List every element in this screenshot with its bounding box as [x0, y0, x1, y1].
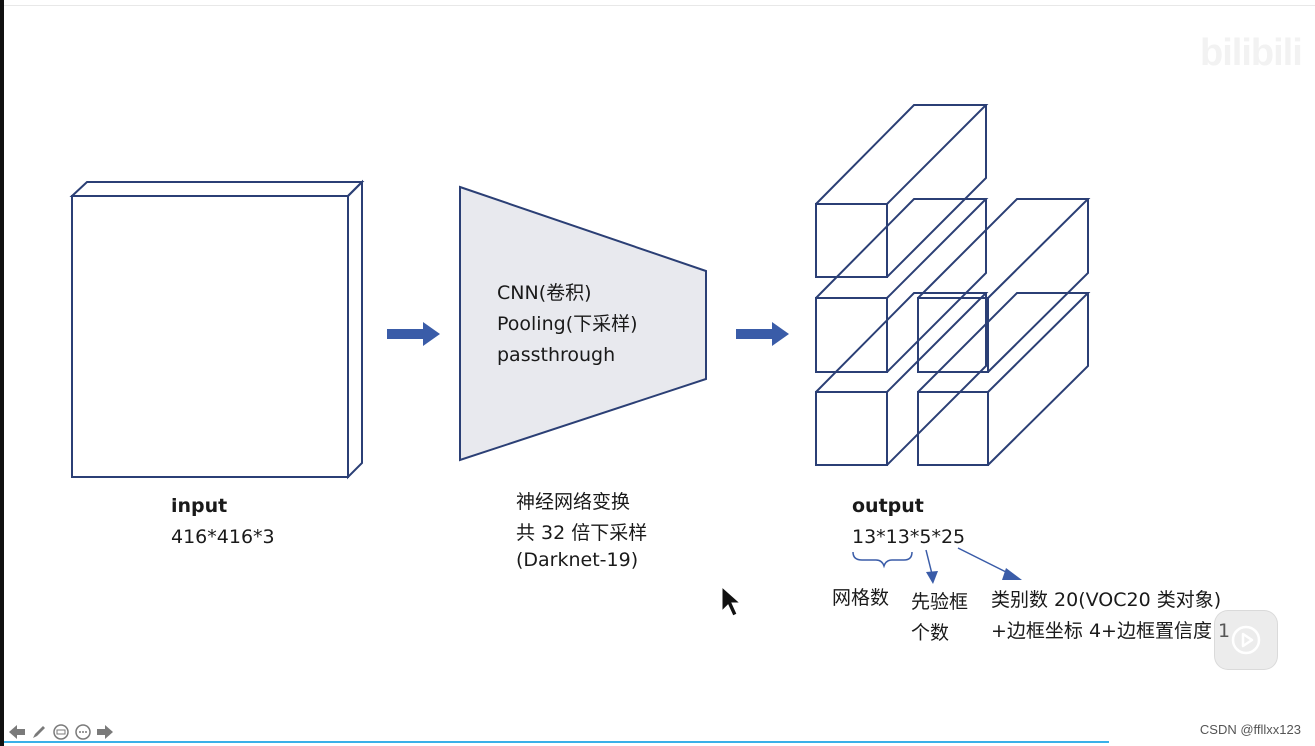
arrow-right-2 — [736, 322, 789, 346]
arrow-right-icon[interactable] — [96, 723, 114, 741]
play-icon — [1231, 625, 1261, 655]
output-size: 13*13*5*25 — [852, 526, 966, 548]
arrow-left-icon[interactable] — [8, 723, 26, 741]
input-cube — [69, 179, 365, 480]
left-border — [0, 0, 4, 746]
network-line-pooling: Pooling(下采样) — [497, 313, 638, 335]
network-line-cnn: CNN(卷积) — [497, 282, 592, 304]
class-count-label-line1: 类别数 20(VOC20 类对象) — [991, 589, 1222, 611]
output-box-top-left — [815, 104, 989, 278]
grid-brace — [852, 551, 913, 569]
top-divider — [4, 5, 1315, 6]
csdn-watermark: CSDN @ffllxx123 — [1199, 722, 1301, 737]
network-caption-downsample: 共 32 倍下采样 — [516, 522, 648, 544]
anchor-arrow — [925, 549, 938, 584]
anchor-count-label-line1: 先验框 — [911, 591, 969, 613]
network-caption-transform: 神经网络变换 — [516, 491, 631, 513]
play-button[interactable] — [1214, 610, 1278, 670]
output-grid-boxes — [815, 104, 1091, 466]
anchor-count-label-line2: 个数 — [911, 622, 950, 644]
output-box-middle-left — [815, 198, 989, 373]
network-caption-backbone: (Darknet-19) — [516, 549, 639, 571]
more-icon[interactable] — [74, 723, 92, 741]
grid-count-label: 网格数 — [832, 587, 890, 609]
output-box-bottom-left — [815, 292, 989, 466]
class-arrow — [957, 547, 1022, 580]
pen-icon[interactable] — [30, 723, 48, 741]
output-title: output — [852, 495, 924, 517]
bilibili-watermark: bilibili — [1200, 32, 1303, 74]
arrow-right-1 — [387, 322, 440, 346]
network-trapezoid — [459, 185, 707, 462]
output-box-bottom-right — [917, 292, 1091, 466]
class-count-label-line2: +边框坐标 4+边框置信度 1 — [991, 620, 1231, 642]
network-line-passthrough: passthrough — [497, 344, 616, 366]
input-size: 416*416*3 — [171, 526, 275, 548]
input-title: input — [171, 495, 228, 517]
subtitle-icon[interactable] — [52, 723, 70, 741]
output-box-middle-right — [917, 198, 1091, 373]
mouse-cursor-icon — [721, 585, 742, 617]
network-operations: CNN(卷积) Pooling(下采样) passthrough — [497, 278, 638, 371]
slide-toolbar — [8, 723, 114, 741]
progress-line — [4, 741, 1109, 743]
